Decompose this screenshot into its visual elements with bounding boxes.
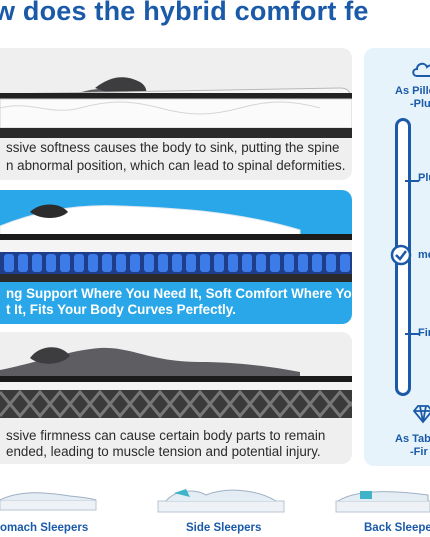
scale-top-label-1: As Pillo — [395, 85, 430, 97]
too-soft-caption-line-1: ssive softness causes the body to sink, … — [6, 140, 340, 155]
hybrid-panel: ng Support Where You Need It, Soft Comfo… — [0, 190, 352, 324]
back-sleeper-illustration — [335, 491, 430, 513]
scale-bottom-label-2: -Fir — [410, 446, 428, 458]
cloud-icon — [412, 62, 430, 77]
side-sleepers-label: Side Sleepers — [186, 522, 262, 534]
too-firm-caption-line-1: ssive firmness can cause certain body pa… — [6, 428, 326, 443]
scale-tick — [405, 180, 419, 182]
scale-top-label-2: -Plu — [410, 98, 430, 110]
stomach-sleepers-label: omach Sleepers — [0, 522, 89, 534]
scale-label-medium: me — [418, 249, 430, 261]
too-firm-panel: ssive firmness can cause certain body pa… — [0, 332, 352, 464]
hybrid-caption-line-1: ng Support Where You Need It, Soft Comfo… — [6, 286, 352, 301]
scale-bottom-label-1: As Tab — [395, 433, 430, 445]
stomach-sleeper-illustration — [0, 492, 97, 511]
hybrid-caption-line-2: t It, Fits Your Body Curves Perfectly. — [6, 302, 236, 317]
side-sleeper-illustration — [157, 489, 285, 513]
pocket-coils — [4, 254, 350, 272]
scale-tick — [405, 333, 419, 335]
back-sleepers-label: Back Sleeper — [364, 522, 430, 534]
scale-label-plush: Plu — [418, 172, 430, 184]
too-soft-caption-line-2: n abnormal position, which can lead to s… — [6, 158, 346, 173]
sinking-mattress-illustration — [0, 77, 352, 138]
page-title: w does the hybrid comfort fe — [0, 0, 369, 26]
hybrid-mattress-illustration — [0, 204, 352, 282]
check-icon — [390, 244, 412, 266]
diamond-icon — [412, 405, 430, 424]
too-soft-panel: ssive softness causes the body to sink, … — [0, 48, 352, 180]
firm-mattress-illustration — [0, 347, 352, 418]
too-firm-caption-line-2: ended, leading to muscle tension and pot… — [6, 444, 321, 459]
scale-label-firm: Fir — [418, 327, 430, 339]
